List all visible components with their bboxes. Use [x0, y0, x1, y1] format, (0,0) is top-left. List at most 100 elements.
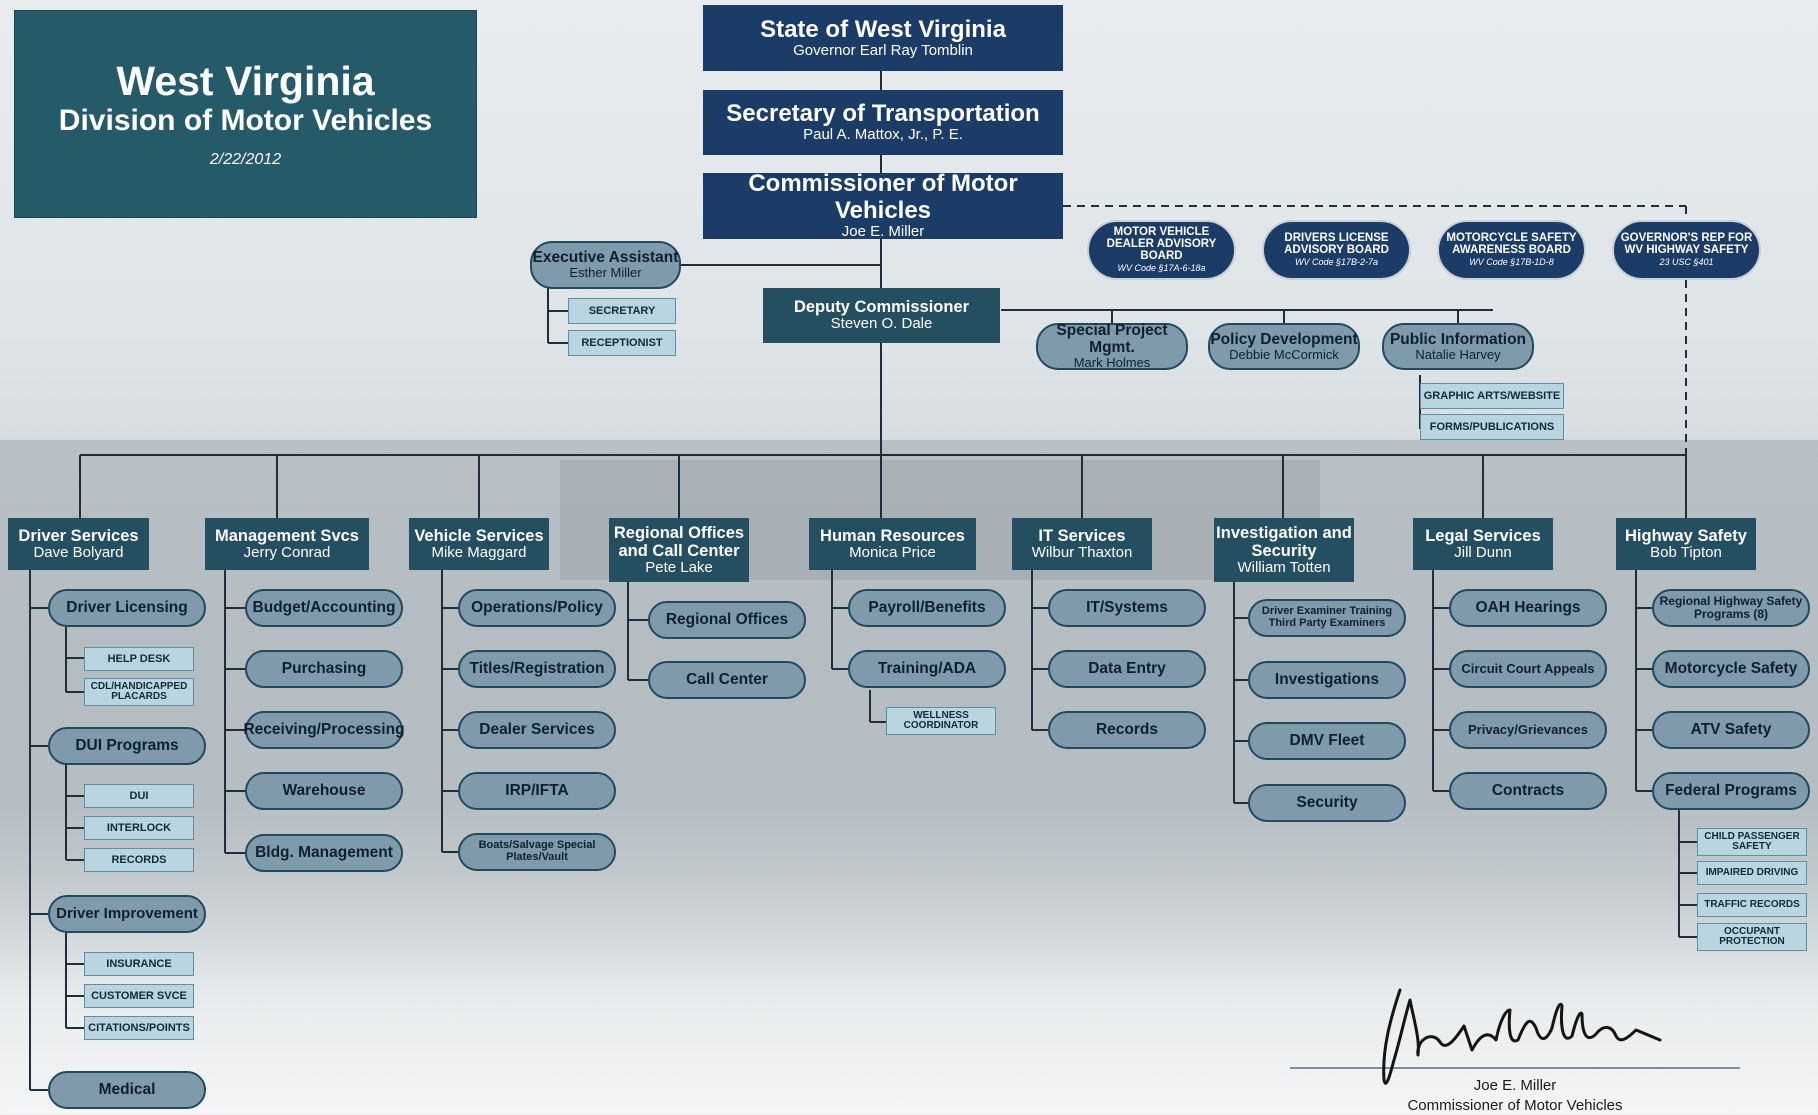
board-code: 23 USC §401 — [1659, 258, 1713, 268]
chart-date: 2/22/2012 — [210, 151, 281, 169]
dept-head: Pete Lake — [645, 560, 713, 577]
dept-title: Investigation and Security — [1214, 524, 1354, 560]
titles-registration: Titles/Registration — [458, 650, 616, 688]
commissioner-box: Commissioner of Motor Vehicles Joe E. Mi… — [703, 173, 1063, 239]
commissioner-name: Joe E. Miller — [842, 224, 925, 241]
call-center: Call Center — [648, 661, 806, 699]
traffic-records-unit: TRAFFIC RECORDS — [1697, 893, 1807, 917]
dmv-fleet: DMV Fleet — [1248, 722, 1406, 760]
insurance-unit: INSURANCE — [84, 952, 194, 976]
dept-investigation-security: Investigation and Security William Totte… — [1214, 518, 1354, 582]
dept-head: Jerry Conrad — [244, 545, 331, 562]
dept-title: IT Services — [1038, 527, 1125, 545]
dept-head: William Totten — [1237, 560, 1330, 577]
dept-head: Dave Bolyard — [33, 545, 123, 562]
signature-title: Commissioner of Motor Vehicles — [1290, 1096, 1740, 1115]
state-box: State of West Virginia Governor Earl Ray… — [703, 5, 1063, 71]
secretary-title: Secretary of Transportation — [726, 101, 1039, 127]
governor-name: Governor Earl Ray Tomblin — [793, 43, 973, 60]
regional-highway-safety-programs: Regional Highway Safety Programs (8) — [1652, 589, 1810, 627]
dept-head: Monica Price — [849, 545, 936, 562]
exec-name: Esther Miller — [569, 266, 641, 280]
board-title: GOVERNOR'S REP FOR WV HIGHWAY SAFETY — [1614, 232, 1759, 256]
executive-assistant: Executive Assistant Esther Miller — [530, 241, 681, 289]
circuit-court-appeals: Circuit Court Appeals — [1449, 650, 1607, 688]
wellness-coordinator-unit: WELLNESS COORDINATOR — [886, 707, 996, 735]
irp-ifta: IRP/IFTA — [458, 772, 616, 810]
chart-title-box: West Virginia Division of Motor Vehicles… — [14, 10, 477, 218]
dui-programs: DUI Programs — [48, 727, 206, 765]
dept-title: Regional Offices and Call Center — [609, 524, 749, 560]
customer-svce-unit: CUSTOMER SVCE — [84, 984, 194, 1008]
dui-records-unit: RECORDS — [84, 848, 194, 872]
dept-vehicle-services: Vehicle Services Mike Maggard — [409, 518, 549, 570]
driver-examiner-training: Driver Examiner Training Third Party Exa… — [1248, 599, 1406, 637]
it-systems: IT/Systems — [1048, 589, 1206, 627]
cdl-placards-unit: CDL/HANDICAPPED PLACARDS — [84, 678, 194, 706]
board-code: WV Code §17B-1D-8 — [1469, 258, 1554, 268]
title-line2: Division of Motor Vehicles — [59, 104, 432, 137]
exec-title: Executive Assistant — [533, 250, 679, 266]
staff-title: Policy Development — [1210, 332, 1357, 348]
contracts: Contracts — [1449, 772, 1607, 810]
forms-publications-unit: FORMS/PUBLICATIONS — [1420, 414, 1564, 440]
staff-name: Debbie McCormick — [1229, 348, 1339, 362]
dept-title: Highway Safety — [1625, 527, 1747, 545]
board-code: WV Code §17B-2-7a — [1295, 258, 1378, 268]
dui-unit: DUI — [84, 784, 194, 808]
board-code: WV Code §17A-6-18a — [1117, 264, 1205, 274]
driver-licensing: Driver Licensing — [48, 589, 206, 627]
deputy-name: Steven O. Dale — [831, 316, 933, 333]
help-desk-unit: HELP DESK — [84, 647, 194, 671]
dept-title: Driver Services — [18, 527, 138, 545]
data-entry: Data Entry — [1048, 650, 1206, 688]
dept-legal-services: Legal Services Jill Dunn — [1413, 518, 1553, 570]
secretary-unit: SECRETARY — [568, 298, 676, 324]
dept-it-services: IT Services Wilbur Thaxton — [1012, 518, 1152, 570]
child-passenger-safety-unit: CHILD PASSENGER SAFETY — [1697, 828, 1807, 856]
driver-improvement: Driver Improvement — [48, 895, 206, 933]
dept-title: Vehicle Services — [414, 527, 543, 545]
federal-programs: Federal Programs — [1652, 772, 1810, 810]
purchasing: Purchasing — [245, 650, 403, 688]
medical: Medical — [48, 1071, 206, 1109]
deputy-commissioner-box: Deputy Commissioner Steven O. Dale — [763, 288, 1000, 343]
dept-highway-safety: Highway Safety Bob Tipton — [1616, 518, 1756, 570]
dept-human-resources: Human Resources Monica Price — [809, 518, 976, 570]
graphic-arts-unit: GRAPHIC ARTS/WEBSITE — [1420, 383, 1564, 409]
dept-head: Mike Maggard — [431, 545, 526, 562]
board-title: DRIVERS LICENSE ADVISORY BOARD — [1264, 232, 1409, 256]
payroll-benefits: Payroll/Benefits — [848, 589, 1006, 627]
motorcycle-safety: Motorcycle Safety — [1652, 650, 1810, 688]
atv-safety: ATV Safety — [1652, 711, 1810, 749]
dealer-services: Dealer Services — [458, 711, 616, 749]
dept-head: Jill Dunn — [1454, 545, 1512, 562]
staff-name: Natalie Harvey — [1415, 348, 1500, 362]
board-motorcycle-safety: MOTORCYCLE SAFETY AWARENESS BOARD WV Cod… — [1437, 220, 1586, 280]
state-title: State of West Virginia — [760, 17, 1006, 43]
occupant-protection-unit: OCCUPANT PROTECTION — [1697, 923, 1807, 951]
receiving-processing: Receiving/Processing — [245, 711, 403, 749]
policy-development: Policy Development Debbie McCormick — [1208, 323, 1360, 370]
deputy-title: Deputy Commissioner — [794, 298, 969, 316]
dept-title: Human Resources — [820, 527, 965, 545]
board-title: MOTORCYCLE SAFETY AWARENESS BOARD — [1439, 232, 1584, 256]
interlock-unit: INTERLOCK — [84, 816, 194, 840]
dept-head: Wilbur Thaxton — [1032, 545, 1133, 562]
board-drivers-license: DRIVERS LICENSE ADVISORY BOARD WV Code §… — [1262, 220, 1411, 280]
citations-points-unit: CITATIONS/POINTS — [84, 1016, 194, 1040]
signature-name: Joe E. Miller — [1290, 1076, 1740, 1096]
board-dealer-advisory: MOTOR VEHICLE DEALER ADVISORY BOARD WV C… — [1087, 220, 1236, 280]
dept-title: Legal Services — [1425, 527, 1541, 545]
dept-title: Management Svcs — [215, 527, 359, 545]
receptionist-unit: RECEPTIONIST — [568, 330, 676, 356]
staff-name: Mark Holmes — [1074, 356, 1151, 370]
impaired-driving-unit: IMPAIRED DRIVING — [1697, 861, 1807, 885]
special-project-mgmt: Special Project Mgmt. Mark Holmes — [1036, 323, 1188, 370]
oah-hearings: OAH Hearings — [1449, 589, 1607, 627]
warehouse: Warehouse — [245, 772, 403, 810]
staff-title: Special Project Mgmt. — [1038, 323, 1186, 356]
training-ada: Training/ADA — [848, 650, 1006, 688]
board-governors-rep: GOVERNOR'S REP FOR WV HIGHWAY SAFETY 23 … — [1612, 220, 1761, 280]
budget-accounting: Budget/Accounting — [245, 589, 403, 627]
